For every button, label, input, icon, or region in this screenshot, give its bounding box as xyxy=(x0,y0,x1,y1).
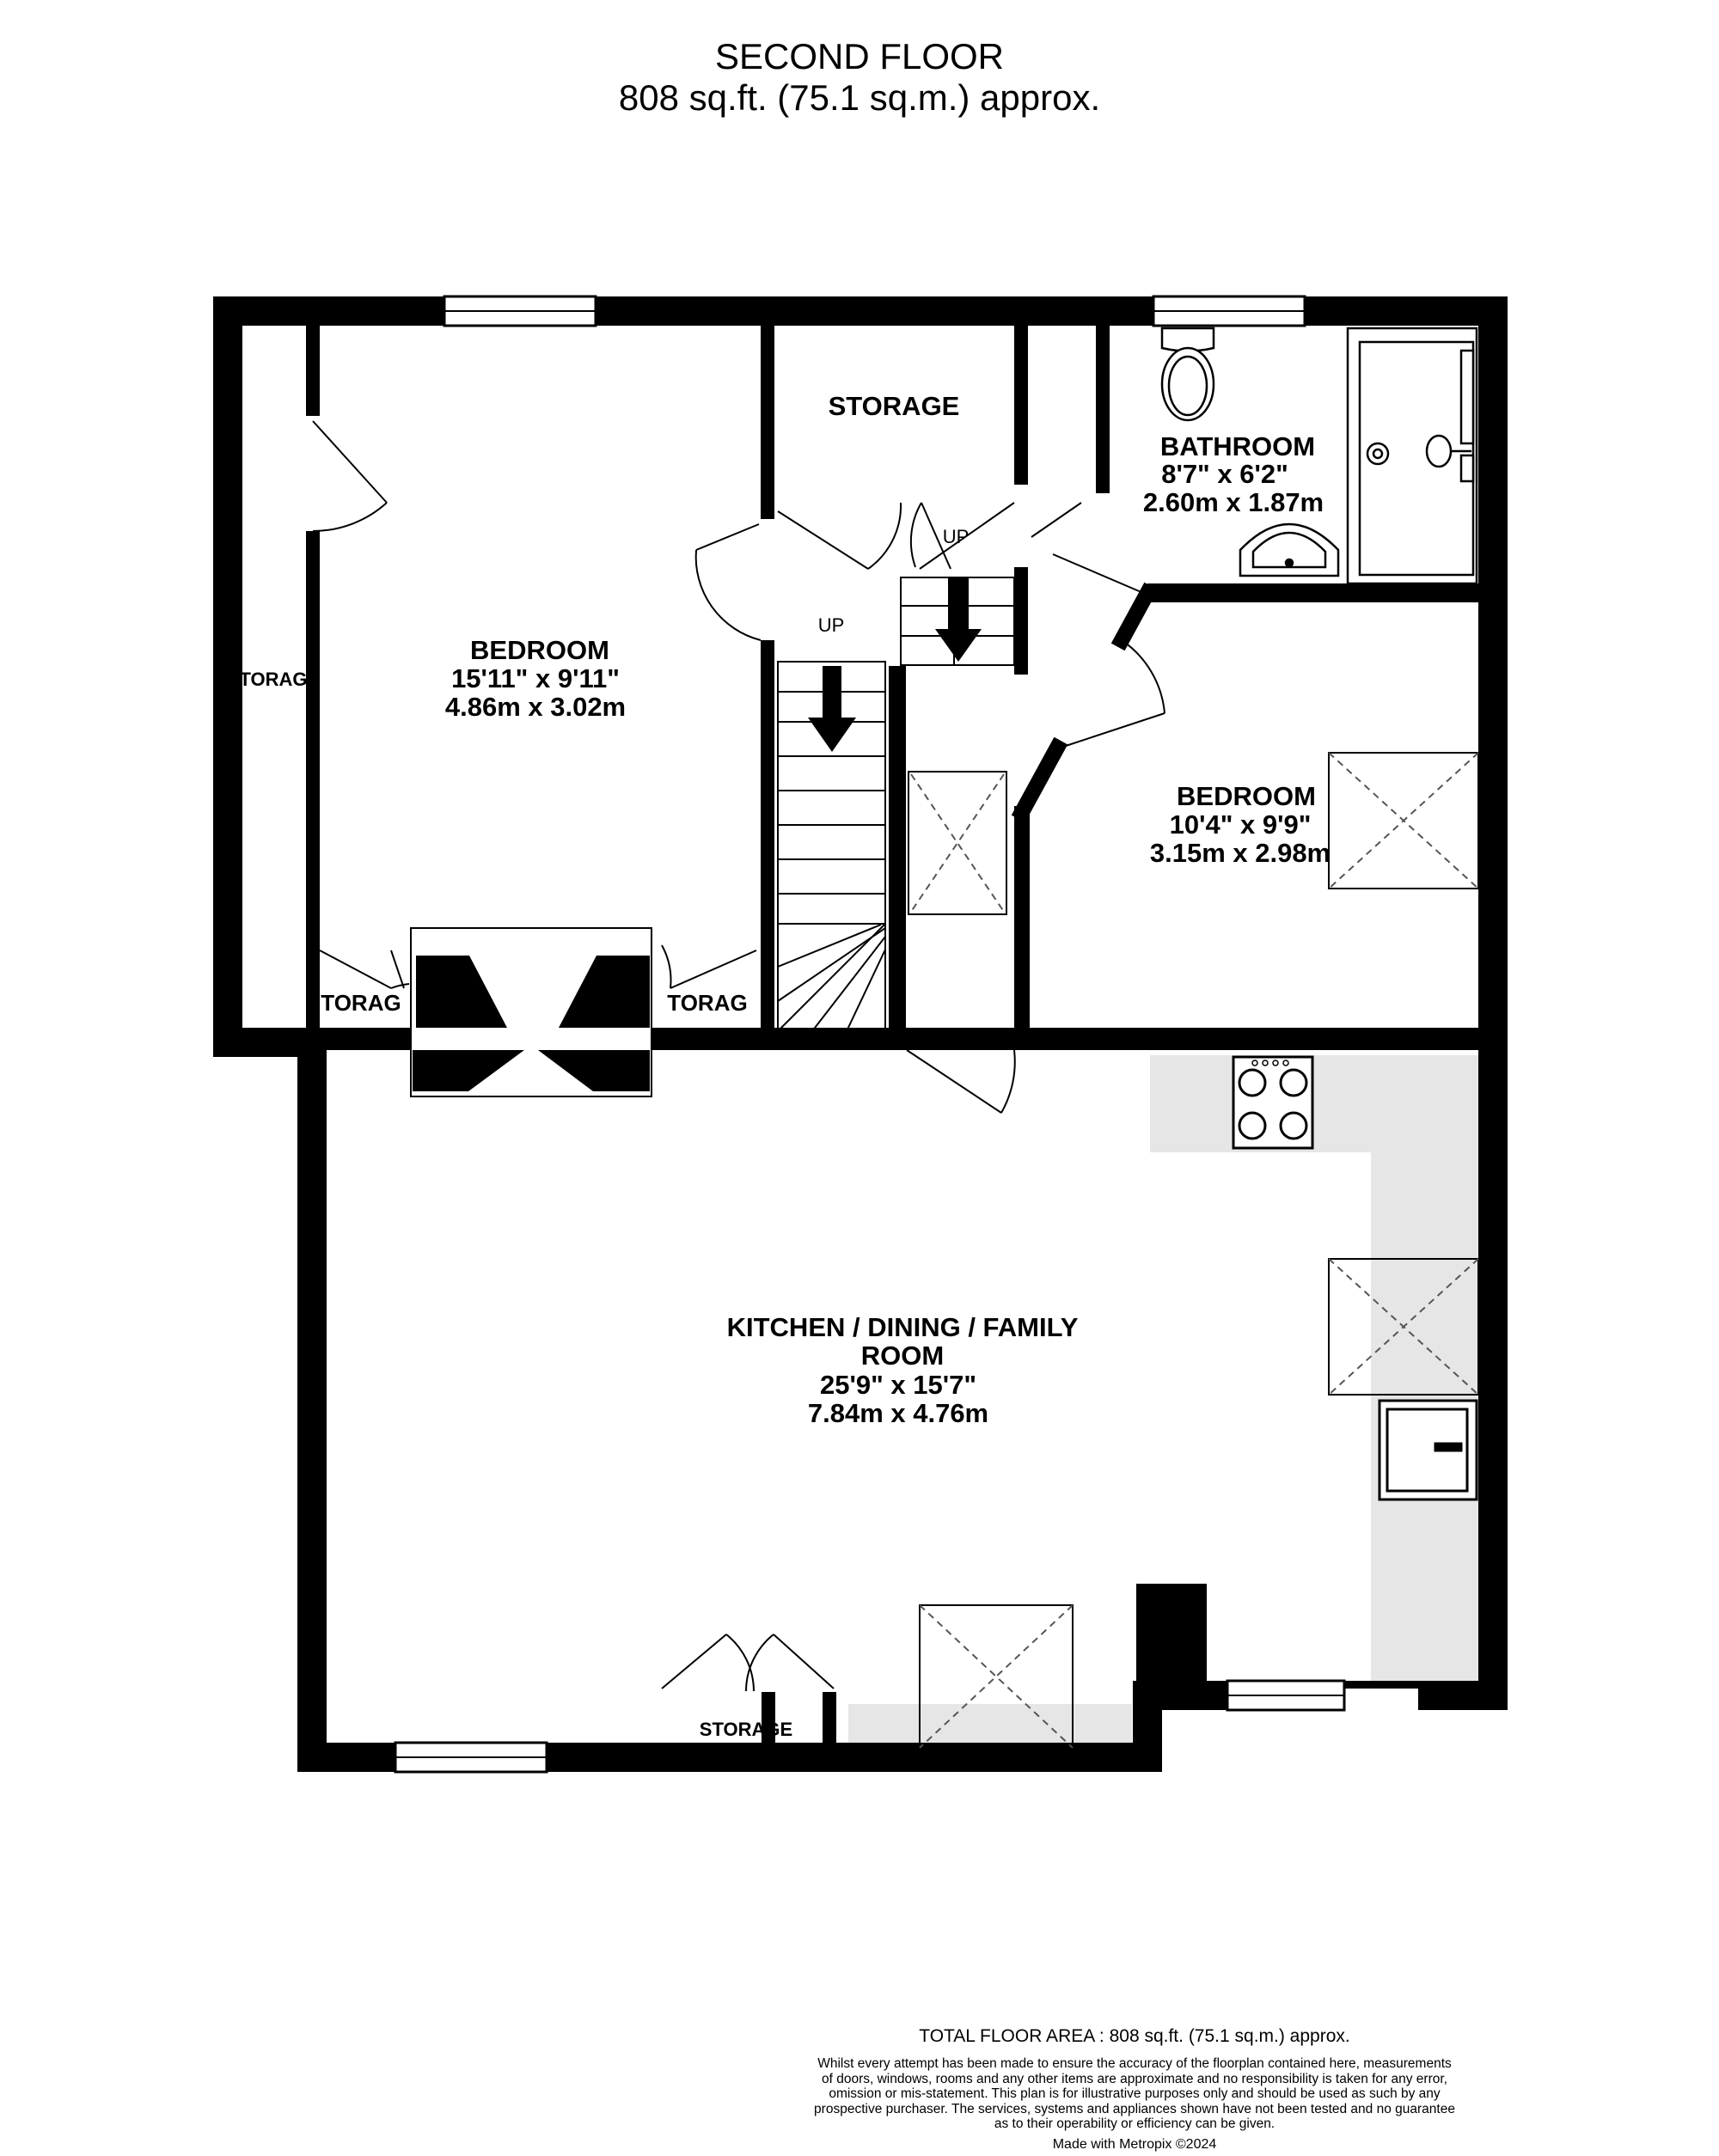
storage-left-label: TORAG xyxy=(239,669,307,690)
kitchen-imperial: 25'9" x 15'7" xyxy=(820,1370,976,1400)
bathroom-basin-icon xyxy=(1239,522,1340,577)
floor-title: SECOND FLOOR xyxy=(714,36,1005,76)
disclaimer: Whilst every attempt has been made to en… xyxy=(662,2056,1607,2132)
bedroom-2-name: BEDROOM xyxy=(1177,781,1316,811)
upper-stairs-arrow xyxy=(935,577,982,662)
stairs-up-main: UP xyxy=(818,614,845,636)
floor-area: 808 sq.ft. (75.1 sq.m.) approx. xyxy=(618,77,1101,118)
total-floor-area: TOTAL FLOOR AREA : 808 sq.ft. (75.1 sq.m… xyxy=(919,2026,1350,2046)
credit: Made with Metropix ©2024 xyxy=(1052,2137,1217,2152)
bedroom-2-metric: 3.15m x 2.98m xyxy=(1150,838,1331,868)
kitchen-worktops xyxy=(848,1055,1485,1750)
door-swings xyxy=(312,420,1165,1692)
bathroom-name: BATHROOM xyxy=(1160,431,1315,461)
disclaimer-line: prospective purchaser. The services, sys… xyxy=(814,2101,1455,2116)
stairs-up-upper: UP xyxy=(943,526,970,547)
bedroom-1-imperial: 15'11" x 9'11" xyxy=(451,663,620,693)
disclaimer-line: Whilst every attempt has been made to en… xyxy=(817,2056,1452,2071)
kitchen-metric: 7.84m x 4.76m xyxy=(808,1398,988,1428)
shower-tray-icon xyxy=(1346,327,1478,585)
main-stairs xyxy=(777,661,886,1032)
storage-top-name: STORAGE xyxy=(829,391,960,421)
main-stairs-arrow xyxy=(808,666,856,752)
disclaimer-line: of doors, windows, rooms and any other i… xyxy=(821,2071,1447,2086)
disclaimer-line: omission or mis-statement. This plan is … xyxy=(829,2086,1441,2101)
chimney-breast xyxy=(410,927,652,1097)
bedroom-1-name: BEDROOM xyxy=(470,635,609,665)
bathroom-imperial: 8'7" x 6'2" xyxy=(1161,459,1288,489)
kitchen-name-line2: ROOM xyxy=(861,1341,944,1371)
hob-icon xyxy=(1232,1055,1314,1150)
bedroom-2-imperial: 10'4" x 9'9" xyxy=(1170,809,1312,840)
bathroom-metric: 2.60m x 1.87m xyxy=(1143,487,1324,517)
storage-eave-left-label: TORAG xyxy=(321,990,401,1016)
rooflights xyxy=(908,752,1479,1749)
bedroom-1-metric: 4.86m x 3.02m xyxy=(445,692,626,722)
internal-walls xyxy=(306,326,1478,1743)
disclaimer-line: as to their operability or efficiency ca… xyxy=(994,2116,1275,2131)
kitchen-sink-icon xyxy=(1378,1399,1478,1501)
toilet-icon xyxy=(1160,327,1215,422)
storage-eave-right-label: TORAG xyxy=(667,990,747,1016)
kitchen-name-line1: KITCHEN / DINING / FAMILY xyxy=(727,1312,1079,1342)
storage-bottom-label: STORAGE xyxy=(700,1719,792,1740)
angled-walls xyxy=(1011,582,1159,823)
